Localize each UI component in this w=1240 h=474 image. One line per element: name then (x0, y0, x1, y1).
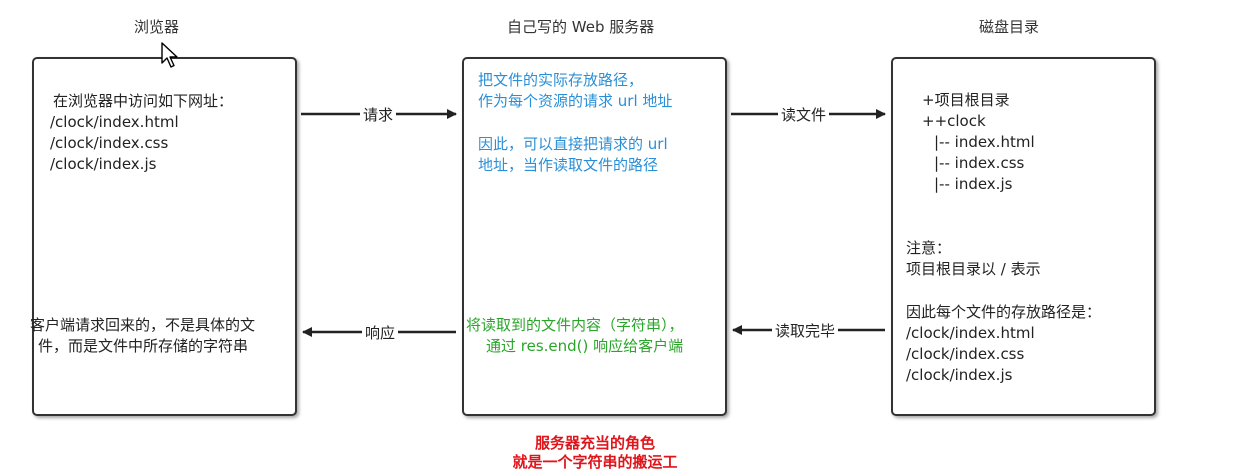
disk-path-js: /clock/index.js (906, 366, 1013, 384)
disk-path-html: /clock/index.html (906, 324, 1035, 342)
disk-paths-intro: 因此每个文件的存放路径是： (906, 303, 1102, 321)
tree-index-html: |-- index.html (934, 133, 1035, 151)
disk-path-css: /clock/index.css (906, 345, 1025, 363)
browser-result-line-1: 客户端请求回来的，不是具体的文 (30, 316, 256, 334)
server-green-line-1: 将读取到的文件内容（字符串）， (466, 316, 684, 334)
disk-box (891, 57, 1156, 416)
tree-index-css: |-- index.css (934, 154, 1025, 172)
disk-note-label: 注意： (906, 239, 952, 257)
server-title: 自己写的 Web 服务器 (507, 18, 655, 36)
disk-title: 磁盘目录 (979, 18, 1040, 36)
browser-url-html: /clock/index.html (50, 113, 179, 131)
server-blue-line-2: 作为每个资源的请求 url 地址 (478, 92, 673, 110)
caption-line-1: 服务器充当的角色 (534, 434, 655, 452)
server-blue-line-1: 把文件的实际存放路径， (478, 71, 644, 89)
request-label: 请求 (360, 104, 397, 125)
response-label: 响应 (362, 322, 399, 343)
browser-url-css: /clock/index.css (50, 134, 169, 152)
mouse-cursor-icon (161, 42, 178, 68)
browser-result-line-2: 件，而是文件中所存储的字符串 (38, 337, 249, 355)
server-green-line-2: 通过 res.end() 响应给客户端 (486, 337, 684, 355)
server-box (462, 57, 727, 416)
browser-box (32, 57, 297, 416)
server-blue-line-4: 地址，当作读取文件的路径 (478, 156, 659, 174)
disk-note-text: 项目根目录以 / 表示 (906, 260, 1041, 278)
browser-url-js: /clock/index.js (50, 155, 157, 173)
tree-index-js: |-- index.js (934, 175, 1013, 193)
read-file-label: 读文件 (778, 104, 830, 125)
browser-title: 浏览器 (134, 18, 180, 36)
read-done-label: 读取完毕 (772, 320, 839, 341)
tree-root: +项目根目录 (922, 91, 1010, 109)
server-blue-line-3: 因此，可以直接把请求的 url (478, 135, 668, 153)
caption-line-2: 就是一个字符串的搬运工 (512, 453, 678, 471)
browser-intro: 在浏览器中访问如下网址： (53, 92, 234, 110)
tree-clock: ++clock (922, 112, 986, 130)
